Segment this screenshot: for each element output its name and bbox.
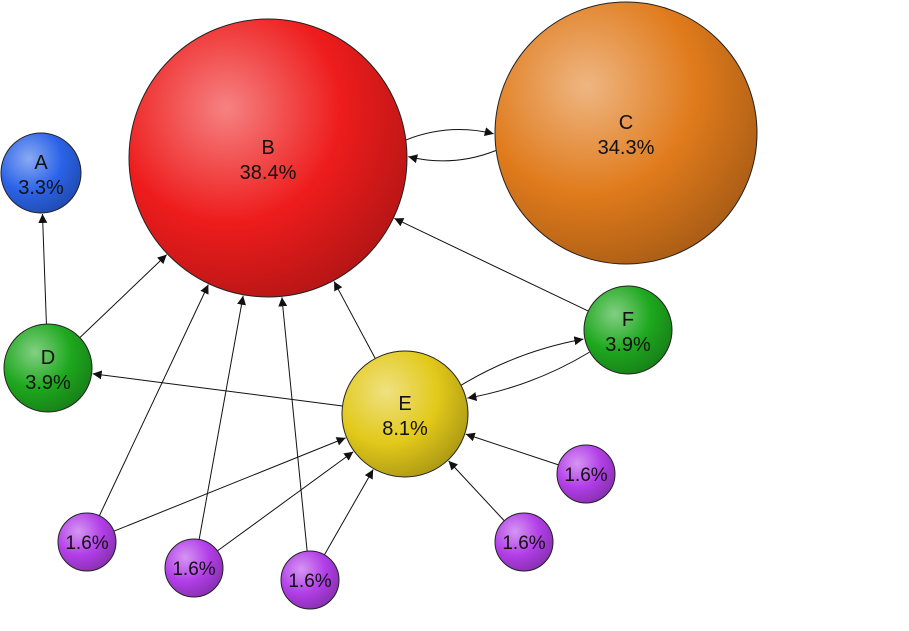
edge-p4-to-e [448, 460, 505, 522]
node-value-e: 8.1% [382, 418, 428, 440]
edge-p2-to-e [217, 451, 354, 552]
node-p4: 1.6% [494, 512, 554, 572]
edge-p2-to-b [198, 295, 246, 540]
node-value-f: 3.9% [605, 334, 651, 356]
edge-p1-to-b [98, 284, 209, 516]
node-value-d: 3.9% [25, 372, 71, 394]
node-p2: 1.6% [164, 538, 224, 598]
node-d: D 3.9% [3, 323, 93, 413]
edge-d-to-a [38, 213, 48, 325]
edge-p3-to-e [323, 469, 374, 556]
node-circle-f [583, 285, 673, 375]
node-circle-p5 [556, 444, 616, 504]
edge-p3-to-b [278, 297, 308, 552]
edge-c-to-b [408, 150, 497, 164]
node-circle-p1 [57, 512, 117, 572]
node-p5: 1.6% [556, 444, 616, 504]
node-circle-e [341, 350, 469, 478]
edge-e-to-d [92, 370, 343, 407]
edge-e-to-f [461, 336, 584, 386]
edge-b-to-c [405, 127, 494, 141]
node-value-p4: 1.6% [502, 533, 545, 554]
nodes: A 3.3% B 38.4% C 34.3% D 3.9% E 8.1% F 3.9% 1.6% 1.6%… [0, 1, 758, 610]
node-circle-d [3, 323, 93, 413]
node-value-p1: 1.6% [65, 533, 108, 554]
node-b: B 38.4% [128, 18, 408, 298]
node-circle-c [494, 1, 758, 265]
node-e: E 8.1% [341, 350, 469, 478]
node-p1: 1.6% [57, 512, 117, 572]
node-p3: 1.6% [280, 550, 340, 610]
node-circle-p4 [494, 512, 554, 572]
node-circle-p3 [280, 550, 340, 610]
node-name-a: A [34, 152, 48, 174]
node-name-b: B [261, 137, 274, 159]
node-value-p5: 1.6% [564, 465, 607, 486]
node-c: C 34.3% [494, 1, 758, 265]
node-value-p2: 1.6% [172, 559, 215, 580]
node-name-e: E [398, 393, 411, 415]
edge-e-to-b [333, 281, 376, 359]
node-value-b: 38.4% [240, 162, 297, 184]
node-circle-b [128, 18, 408, 298]
node-value-p3: 1.6% [288, 571, 331, 592]
edge-f-to-e [467, 351, 590, 402]
node-value-c: 34.3% [598, 137, 655, 159]
node-a: A 3.3% [0, 132, 82, 214]
edge-p5-to-e [465, 432, 559, 466]
node-name-d: D [41, 347, 55, 369]
node-circle-a [0, 132, 82, 214]
node-value-a: 3.3% [18, 177, 64, 199]
node-name-c: C [619, 112, 633, 134]
node-circle-p2 [164, 538, 224, 598]
edge-d-to-b [79, 254, 168, 338]
edge-f-to-b [394, 217, 589, 312]
node-name-f: F [622, 309, 634, 331]
node-f: F 3.9% [583, 285, 673, 375]
edge-p1-to-e [113, 437, 346, 532]
edges [38, 127, 590, 556]
